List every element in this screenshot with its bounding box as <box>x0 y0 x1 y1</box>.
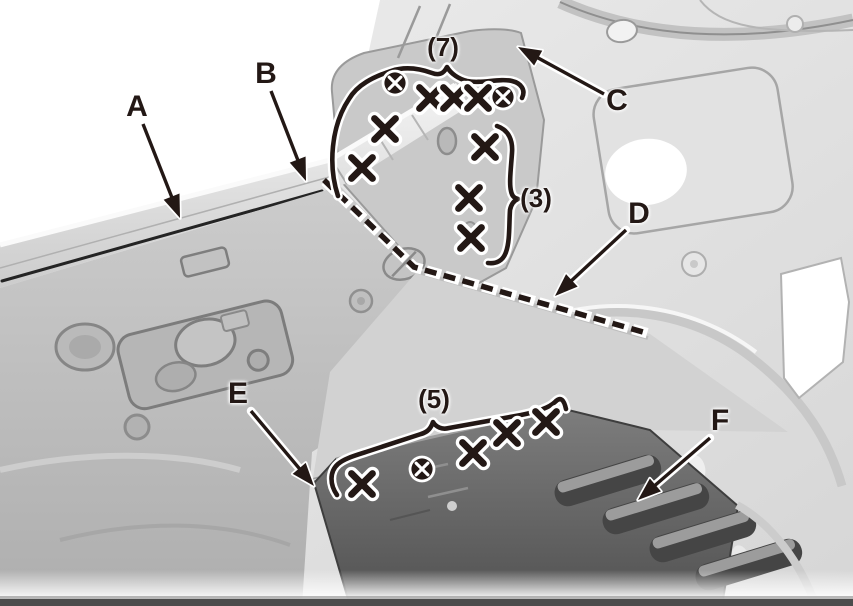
weld-marker-layer <box>344 69 564 502</box>
spot-weld-x-marker <box>412 80 448 116</box>
brace-layer <box>326 62 571 500</box>
separation-dashed-line <box>322 178 651 337</box>
spot-weld-x-marker <box>344 150 380 186</box>
bottom-edge-bar <box>0 599 853 606</box>
spot-weld-x-marker <box>451 180 487 216</box>
spot-weld-x-marker <box>344 466 380 502</box>
separation-line-layer <box>320 176 652 340</box>
bottom-fade <box>0 570 853 600</box>
weld-count-middle: (3) <box>520 183 552 213</box>
spot-weld-x-marker <box>453 220 489 256</box>
spot-weld-x-marker <box>489 415 525 451</box>
callout-label-c: C <box>606 84 628 117</box>
plug-weld-circle-x-marker <box>489 83 517 111</box>
callout-label-a: A <box>126 90 148 123</box>
weld-group-middle <box>451 129 503 256</box>
spot-weld-x-marker <box>528 404 564 440</box>
plug-weld-circle-x-marker <box>408 455 436 483</box>
callout-label-e: E <box>227 377 249 410</box>
leader-arrow-e <box>246 406 316 488</box>
brace-middle-group <box>485 123 521 266</box>
bulkhead-panel <box>0 186 456 606</box>
bottom-edge-highlight <box>0 596 853 599</box>
callout-label-d: D <box>628 197 650 230</box>
leader-arrow-a <box>138 119 182 220</box>
access-hole <box>605 138 687 206</box>
spot-weld-x-marker <box>367 111 403 147</box>
leader-arrow-layer <box>138 45 715 502</box>
shelf-crease-line <box>0 189 324 283</box>
spot-weld-x-marker <box>455 435 491 471</box>
top-edge-structure <box>557 0 853 41</box>
weld-group-upper <box>344 69 517 186</box>
plug-weld-circle-x-marker <box>381 69 409 97</box>
spot-weld-x-marker <box>460 80 496 116</box>
leader-arrow-b <box>266 86 308 183</box>
leader-arrow-f <box>636 433 715 502</box>
side-opening <box>779 256 851 400</box>
brace-lower-group <box>329 396 569 498</box>
spot-weld-x-marker <box>467 129 503 165</box>
callout-label-b: B <box>255 57 277 90</box>
weld-group-lower <box>344 404 564 502</box>
leader-arrow-d <box>553 225 631 298</box>
brace-upper-group <box>330 64 526 199</box>
spot-weld-x-marker <box>436 80 472 116</box>
callout-label-f: F <box>710 404 730 437</box>
leader-arrow-c <box>516 45 609 99</box>
latch-recess <box>116 299 295 411</box>
weld-count-lower: (5) <box>418 384 450 414</box>
weld-count-upper: (7) <box>427 32 459 62</box>
